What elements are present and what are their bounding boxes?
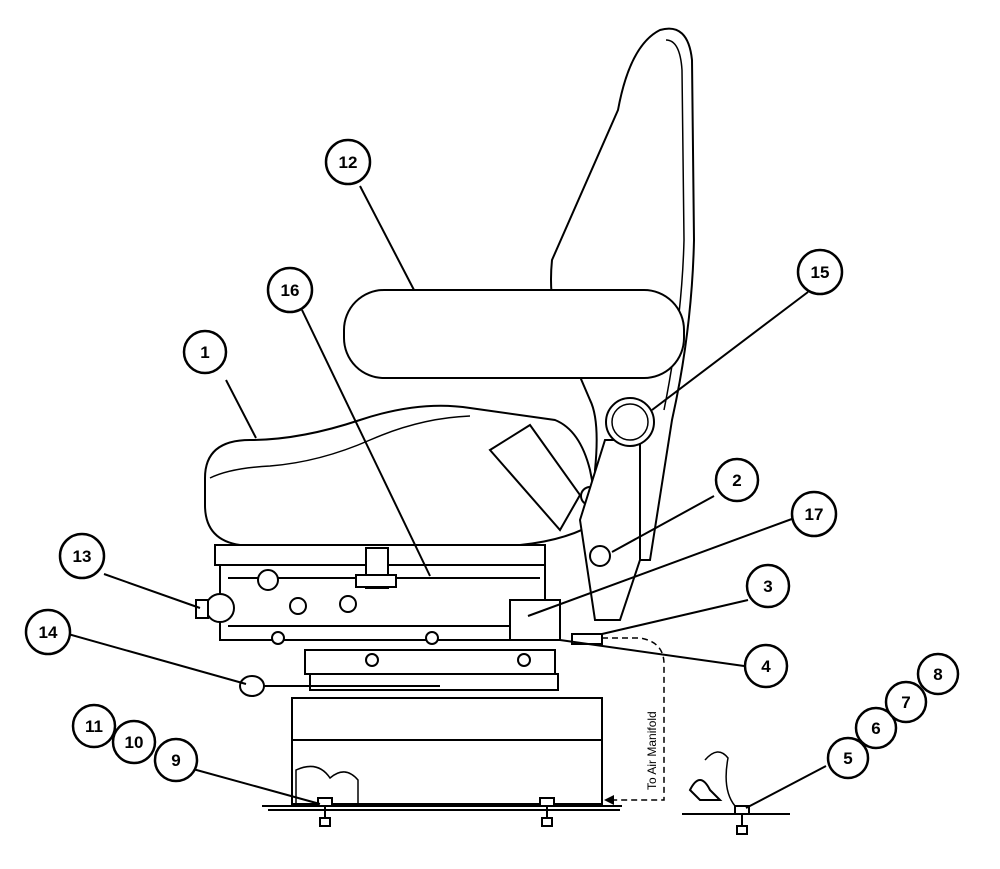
callout-14: 14 bbox=[24, 608, 72, 656]
svg-text:14: 14 bbox=[39, 623, 58, 642]
svg-text:12: 12 bbox=[339, 153, 358, 172]
callout-11: 11 bbox=[71, 703, 117, 749]
detail-floor-cutaway bbox=[688, 779, 723, 801]
seat-cushion-seam bbox=[209, 415, 471, 479]
svg-text:2: 2 bbox=[732, 471, 741, 490]
leader-lines bbox=[67, 185, 827, 809]
callout-13: 13 bbox=[58, 532, 106, 580]
callout-17: 17 bbox=[790, 490, 838, 538]
svg-text:13: 13 bbox=[73, 547, 92, 566]
mounting-bolt-right bbox=[539, 797, 555, 827]
height-adjust-knob bbox=[205, 593, 235, 623]
svg-text:1: 1 bbox=[200, 343, 209, 362]
bolt-bracket bbox=[589, 545, 611, 567]
bolt-3 bbox=[271, 631, 285, 645]
recline-bracket bbox=[578, 439, 641, 621]
svg-text:8: 8 bbox=[933, 665, 942, 684]
svg-text:6: 6 bbox=[871, 719, 880, 738]
bolt-4 bbox=[425, 631, 439, 645]
mounting-bolt-left bbox=[317, 797, 333, 827]
detail-floor-pocket bbox=[704, 751, 736, 807]
callout-1: 1 bbox=[182, 329, 228, 375]
svg-text:4: 4 bbox=[761, 657, 771, 676]
riser-cutaway bbox=[295, 765, 359, 805]
air-line-arrow bbox=[604, 795, 614, 805]
svg-text:10: 10 bbox=[125, 733, 144, 752]
lumbar-knob bbox=[605, 397, 655, 447]
callout-15: 15 bbox=[796, 248, 844, 296]
callout-3: 3 bbox=[745, 563, 791, 609]
callout-5: 5 bbox=[826, 736, 870, 780]
swivel-bolt-2 bbox=[517, 653, 531, 667]
lumbar-knob-inner bbox=[611, 403, 649, 441]
armrest bbox=[343, 289, 685, 379]
callout-7: 7 bbox=[884, 680, 928, 724]
svg-text:17: 17 bbox=[805, 505, 824, 524]
svg-text:3: 3 bbox=[763, 577, 772, 596]
swivel-base bbox=[309, 673, 559, 691]
callout-16: 16 bbox=[266, 266, 314, 314]
svg-text:5: 5 bbox=[843, 749, 852, 768]
riser-base bbox=[291, 697, 603, 805]
bolt-2 bbox=[339, 595, 357, 613]
swivel-bolt-1 bbox=[365, 653, 379, 667]
detail-mount-bolt bbox=[734, 805, 750, 835]
suspension-spring-cap bbox=[355, 574, 397, 588]
callout-8: 8 bbox=[916, 652, 960, 696]
air-line-label: To Air Manifold bbox=[645, 711, 659, 790]
bolt-1 bbox=[289, 597, 307, 615]
height-adjust-stem bbox=[195, 599, 209, 619]
callout-9: 9 bbox=[153, 737, 199, 783]
svg-text:9: 9 bbox=[171, 751, 180, 770]
callout-10: 10 bbox=[111, 719, 157, 765]
swivel-lever-knob bbox=[239, 675, 265, 697]
fore-aft-handle bbox=[257, 569, 279, 591]
callout-6: 6 bbox=[854, 706, 898, 750]
callout-4: 4 bbox=[743, 643, 789, 689]
callout-2: 2 bbox=[714, 457, 760, 503]
svg-text:16: 16 bbox=[281, 281, 300, 300]
air-line bbox=[602, 637, 665, 801]
svg-text:7: 7 bbox=[901, 693, 910, 712]
recline-lever-housing bbox=[488, 423, 582, 532]
svg-text:15: 15 bbox=[811, 263, 830, 282]
svg-text:11: 11 bbox=[85, 717, 103, 736]
callout-12: 12 bbox=[324, 138, 372, 186]
